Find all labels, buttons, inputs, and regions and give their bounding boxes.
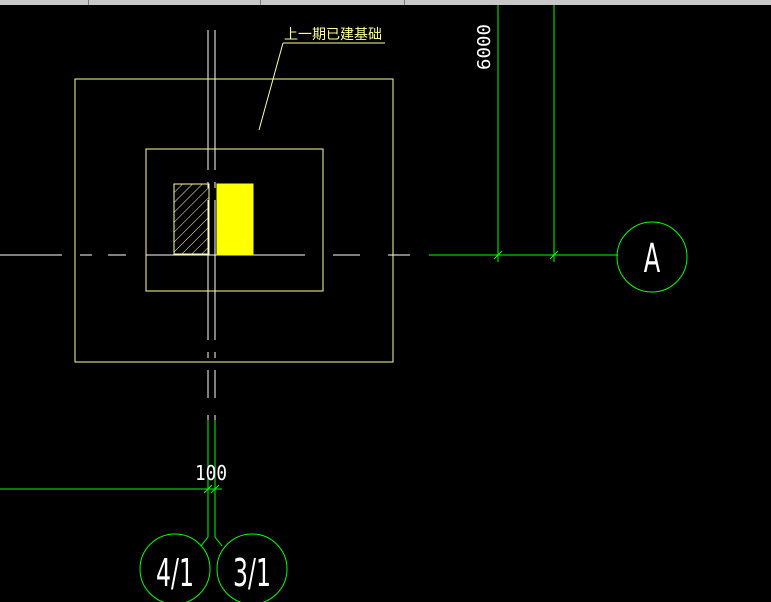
foundation-note-leader	[258, 42, 385, 131]
dimension-lines-vertical	[429, 5, 618, 262]
grid-bubble-3-1[interactable]	[216, 533, 288, 602]
foundation-outer-outline[interactable]	[74, 78, 394, 363]
grid-bubble-a[interactable]	[616, 221, 688, 293]
dimension-lines-bottom	[0, 420, 223, 547]
toolbar-divider	[88, 0, 89, 5]
grid-bubble-4-1-label: 4/1	[156, 551, 194, 595]
dimension-100-label: 100	[195, 461, 227, 485]
toolbar-divider	[404, 0, 405, 5]
foundation-note-label: 上一期已建基础	[284, 26, 382, 43]
grid-bubble-a-label: A	[644, 234, 661, 281]
grid-bubble-4-1[interactable]	[139, 533, 211, 602]
dimension-6000-label: 6000	[474, 24, 495, 70]
existing-column-hatched[interactable]	[173, 183, 210, 255]
foundation-inner-outline[interactable]	[145, 148, 324, 292]
grid-bubble-3-1-label: 3/1	[233, 551, 271, 595]
window-top-edge	[0, 0, 771, 5]
toolbar-divider	[260, 0, 261, 5]
new-column-filled[interactable]	[216, 183, 254, 256]
